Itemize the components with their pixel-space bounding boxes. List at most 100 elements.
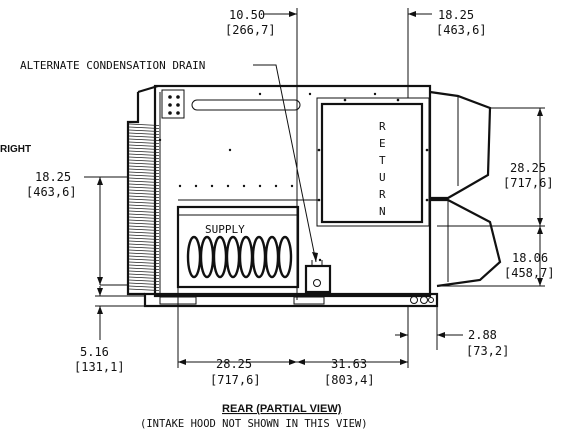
blower-coil-loop bbox=[251, 235, 267, 279]
bottom-dimensions: 28.25 [717,6] 31.63 [803,4] bbox=[177, 287, 409, 387]
coil-fin bbox=[128, 219, 160, 222]
base-height-dimension: 5.16 [131,1] bbox=[74, 286, 145, 374]
coil-fin bbox=[128, 129, 160, 132]
coil-fin bbox=[128, 135, 160, 138]
coil-fin bbox=[128, 153, 160, 156]
caption-note: (INTAKE HOOD NOT SHOWN IN THIS VIEW) bbox=[140, 418, 368, 430]
return-letter-3: T bbox=[379, 154, 386, 167]
left-height-dimension: 18.25 [463,6] bbox=[26, 170, 128, 286]
dim-top-left-in: 10.50 bbox=[229, 8, 265, 22]
caption: REAR (PARTIAL VIEW) (INTAKE HOOD NOT SHO… bbox=[140, 403, 368, 430]
dim-top-left-mm: [266,7] bbox=[225, 23, 276, 37]
condensation-drain-box bbox=[304, 260, 332, 294]
dim-bottom-right-in: 31.63 bbox=[331, 357, 367, 371]
coil-fin bbox=[128, 165, 160, 168]
right-hood bbox=[429, 90, 502, 288]
return-letter-5: R bbox=[379, 188, 386, 201]
coil-fin bbox=[128, 240, 160, 243]
coil-fin bbox=[128, 282, 160, 285]
right-side-label-fragment: RIGHT bbox=[0, 144, 31, 155]
coil-fin bbox=[128, 288, 160, 291]
alternate-drain-label: ALTERNATE CONDENSATION DRAIN bbox=[20, 59, 205, 72]
dim-left-in: 18.25 bbox=[35, 170, 71, 184]
coil-fin bbox=[128, 225, 160, 228]
coil-fin bbox=[128, 162, 160, 165]
blower-coil-loop bbox=[212, 235, 228, 279]
caption-title: REAR (PARTIAL VIEW) bbox=[222, 403, 342, 415]
top-dimensions: 10.50 [266,7] 18.25 [463,6] bbox=[225, 8, 487, 300]
coil-fin bbox=[128, 189, 160, 192]
right-offset-dimension: 2.88 [73,2] bbox=[395, 306, 509, 358]
blower-coil-loop bbox=[277, 235, 293, 279]
coil-fin bbox=[128, 123, 160, 126]
supply-label: SUPPLY bbox=[205, 223, 245, 236]
coil-fin bbox=[128, 141, 160, 144]
coil-fin bbox=[128, 210, 160, 213]
dim-bottom-right-mm: [803,4] bbox=[324, 373, 375, 387]
coil-fin bbox=[128, 204, 160, 207]
coil-fin bbox=[128, 174, 160, 177]
coil-fin bbox=[128, 228, 160, 231]
coil-fin bbox=[128, 150, 160, 153]
coil-fin bbox=[128, 216, 160, 219]
coil-fin bbox=[128, 156, 160, 159]
dim-right-lower-in: 18.06 bbox=[512, 251, 548, 265]
coil-fin bbox=[128, 231, 160, 234]
dim-left-mm: [463,6] bbox=[26, 185, 77, 199]
coil-fin bbox=[128, 201, 160, 204]
coil-fin bbox=[128, 246, 160, 249]
coil-fin bbox=[128, 126, 160, 129]
coil-fin bbox=[128, 237, 160, 240]
blower-coil-loop bbox=[225, 235, 241, 279]
coil-fin bbox=[128, 270, 160, 273]
blower-coil-loop bbox=[186, 235, 202, 279]
coil-fin bbox=[128, 171, 160, 174]
coil-fin bbox=[128, 207, 160, 210]
return-letter-2: E bbox=[379, 137, 386, 150]
dim-right-offset-in: 2.88 bbox=[468, 328, 497, 342]
blower-coil-loop bbox=[264, 235, 280, 279]
coil-fin bbox=[128, 267, 160, 270]
return-letter-1: R bbox=[379, 120, 386, 133]
dim-bottom-left-mm: [717,6] bbox=[210, 373, 261, 387]
coil-fin bbox=[128, 279, 160, 282]
coil-fin bbox=[128, 168, 160, 171]
coil-fin bbox=[128, 234, 160, 237]
return-letter-6: N bbox=[379, 205, 386, 218]
coil-fin bbox=[128, 147, 160, 150]
coil-fin bbox=[128, 144, 160, 147]
return-letter-4: U bbox=[379, 171, 386, 184]
coil-fin bbox=[128, 195, 160, 198]
coil-fin bbox=[128, 243, 160, 246]
blower-coil-loop bbox=[199, 235, 215, 279]
coil-fin bbox=[128, 213, 160, 216]
coil-fin bbox=[128, 186, 160, 189]
dim-base-in: 5.16 bbox=[80, 345, 109, 359]
alternate-drain-callout: ALTERNATE CONDENSATION DRAIN bbox=[20, 59, 318, 263]
dim-base-mm: [131,1] bbox=[74, 360, 125, 374]
dim-right-upper-in: 28.25 bbox=[510, 161, 546, 175]
dim-right-upper-mm: [717,6] bbox=[503, 176, 554, 190]
right-dimensions: 28.25 [717,6] 18.06 [458,7] bbox=[437, 107, 555, 287]
coil-fin bbox=[128, 285, 160, 288]
coil-fin bbox=[128, 198, 160, 201]
dim-right-offset-mm: [73,2] bbox=[466, 344, 509, 358]
coil-fin bbox=[128, 261, 160, 264]
return-opening: R E T U R N bbox=[316, 97, 430, 227]
supply-opening: SUPPLY bbox=[176, 205, 300, 289]
coil-fin bbox=[128, 159, 160, 162]
dim-top-right-mm: [463,6] bbox=[436, 23, 487, 37]
coil-fin bbox=[128, 249, 160, 252]
coil-fin bbox=[128, 264, 160, 267]
unit-housing bbox=[137, 84, 439, 308]
coil-fin bbox=[128, 276, 160, 279]
coil-fin bbox=[128, 177, 160, 180]
coil-fin bbox=[128, 138, 160, 141]
blower-coil-loop bbox=[238, 235, 254, 279]
coil-fin bbox=[128, 252, 160, 255]
coil-fin bbox=[128, 255, 160, 258]
coil-fin bbox=[128, 222, 160, 225]
dim-right-lower-mm: [458,7] bbox=[504, 266, 555, 280]
coil-fin bbox=[128, 258, 160, 261]
